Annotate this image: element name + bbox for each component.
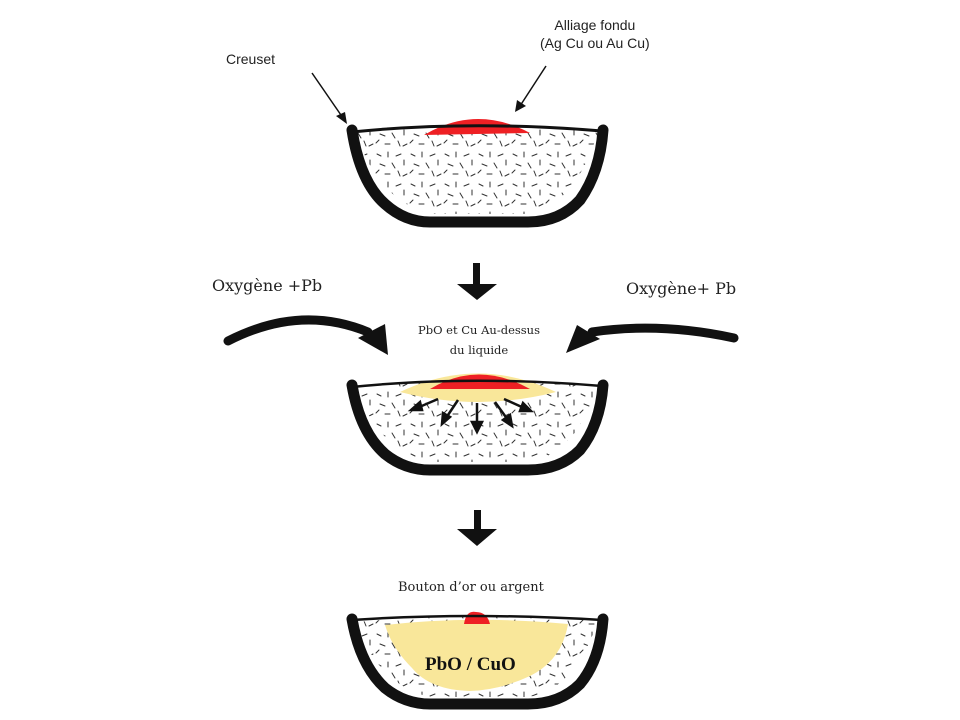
pbo-cu-label-line2: du liquide	[449, 343, 509, 357]
oxygen-right-label: Oxygène+ Pb	[626, 279, 737, 298]
alloy-pointer-arrow	[515, 65, 547, 112]
crucible-rim	[351, 124, 603, 134]
stage-2-crucible	[346, 373, 609, 476]
crucible-rim	[351, 379, 603, 389]
crucible-wall	[346, 613, 609, 710]
oxygen-arrow-right-icon	[566, 323, 739, 353]
pbo-cu-label-line1: PbO et Cu Au-dessus	[417, 323, 540, 337]
down-arrow-icon	[457, 263, 497, 300]
absorption-arrows	[407, 397, 535, 435]
pbo-cuo-label: PbO / CuO	[425, 654, 516, 675]
crucible-wall	[346, 124, 609, 228]
stage-1-crucible	[311, 65, 609, 228]
crucible-rim	[351, 614, 603, 622]
crucible-label: Creuset	[226, 51, 276, 67]
crucible-wall	[346, 379, 609, 476]
button-label: Bouton d’or ou argent	[398, 580, 544, 595]
oxygen-left-label: Oxygène +Pb	[212, 276, 323, 295]
alloy-label-line1: Alliage fondu	[554, 17, 636, 33]
oxygen-arrow-left-icon	[223, 315, 388, 355]
alloy-label: Alliage fondu (Ag Cu ou Au Cu)	[540, 16, 650, 52]
pbo-cu-label: PbO et Cu Au-dessus du liquide	[404, 320, 554, 360]
crucible-fill	[356, 127, 598, 214]
crucible-pointer-arrow	[311, 72, 347, 124]
stage-3-crucible	[346, 611, 609, 710]
oxide-mass	[385, 619, 568, 691]
metal-button	[464, 611, 490, 624]
alloy-label-line2: (Ag Cu ou Au Cu)	[540, 35, 650, 51]
down-arrow-icon	[457, 510, 497, 546]
